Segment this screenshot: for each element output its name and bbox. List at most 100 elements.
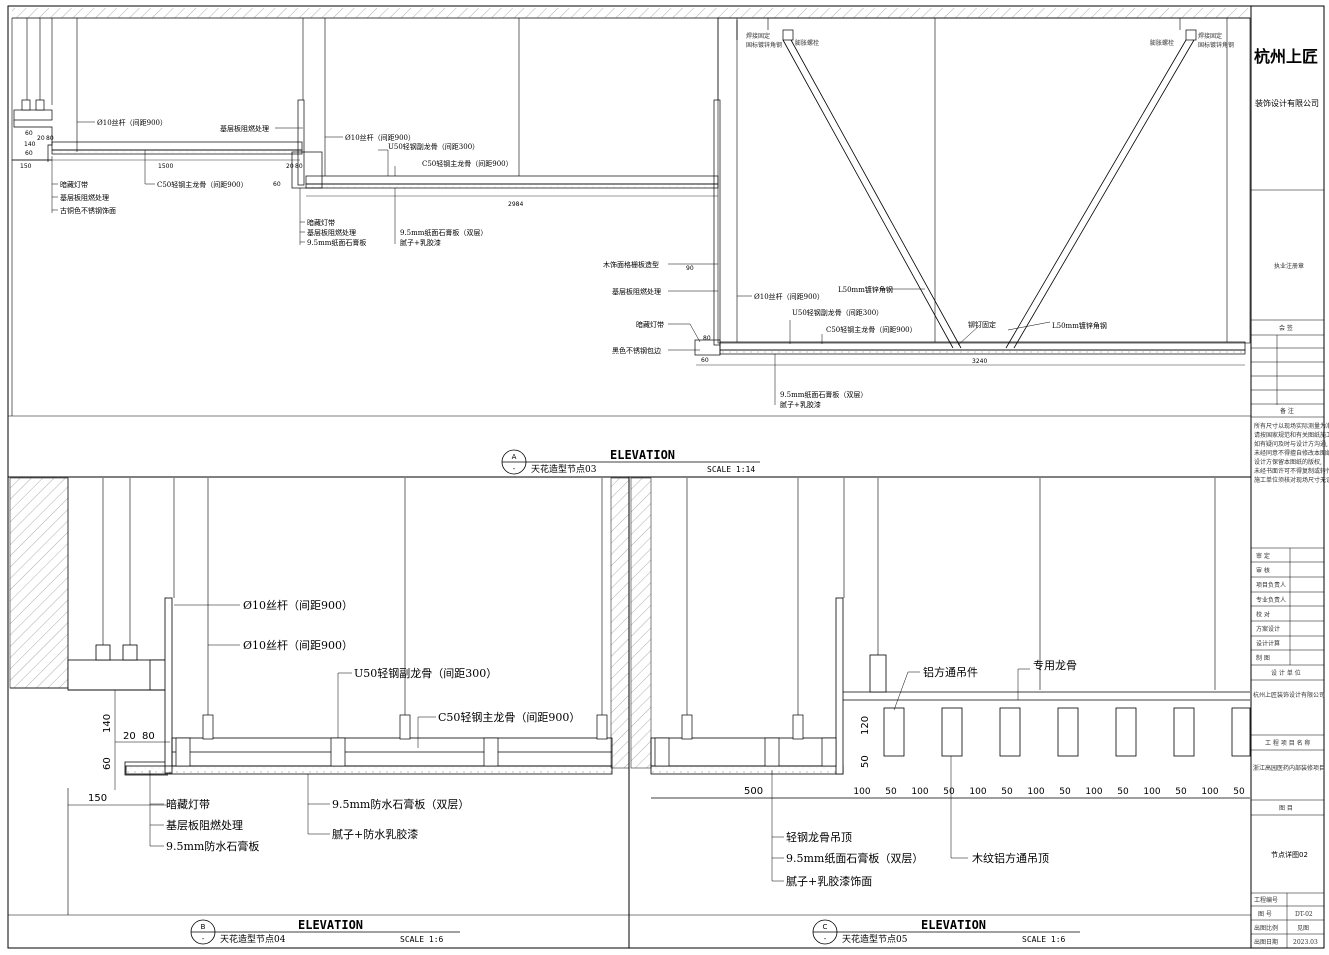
- angle-braces: [736, 20, 1195, 349]
- role-row: 方案设计: [1256, 625, 1280, 633]
- dim-c-seq-6: 100: [1027, 787, 1044, 797]
- label-a-fire4: 基层板阻燃处理: [612, 287, 661, 296]
- caption-c-scale: SCALE 1:6: [1022, 935, 1066, 944]
- scale-value: 见图: [1297, 925, 1309, 932]
- design-unit-label: 设 计 单 位: [1271, 669, 1301, 677]
- dim-c-seq-13: 50: [1233, 787, 1245, 797]
- dim-b-150: 150: [88, 793, 107, 804]
- dim-c-500: 500: [744, 786, 763, 797]
- dim-a-1500: 1500: [158, 163, 173, 170]
- remarks-line: 设计方保留本图纸的版权,: [1254, 458, 1322, 466]
- caption-a-tag-sub: -: [513, 465, 516, 473]
- label-a-weld2b: 国标镀锌角钢: [1198, 41, 1234, 49]
- label-a-fire3: 基层板阻燃处理: [307, 228, 356, 237]
- dim-c-seq-8: 100: [1085, 787, 1102, 797]
- title-block: 杭州上匠 装饰设计有限公司 执业注册章 会 签 备 注 所有尺寸以现场实际: [1251, 47, 1329, 948]
- ceiling-c: [650, 597, 1250, 775]
- caption-a-heading: ELEVATION: [610, 448, 675, 462]
- caption-a-name: 天花造型节点03: [531, 463, 597, 475]
- label-c-keel-ceiling: 轻钢龙骨吊顶: [786, 830, 852, 844]
- dim-a-140: 140: [24, 141, 36, 148]
- label-a-black: 黑色不锈钢包边: [612, 346, 661, 355]
- caption-a: A - ELEVATION 天花造型节点03 SCALE 1:14: [501, 448, 760, 475]
- remarks-line: 未经同意不得擅自修改本图纸,: [1254, 449, 1329, 457]
- label-a-led2: 暗藏灯带: [307, 218, 335, 227]
- dim-c-seq-3: 50: [943, 787, 955, 797]
- dim-c-seq-12: 100: [1201, 787, 1218, 797]
- label-c-paint: 腻子+乳胶漆饰面: [786, 874, 872, 888]
- wall-hatch-c: [630, 477, 652, 769]
- dim-a-3240: 3240: [972, 358, 987, 365]
- hanger-rods-a: [26, 18, 1228, 342]
- label-a-led1: 暗藏灯带: [60, 180, 88, 189]
- dim-c-seq-1: 50: [885, 787, 897, 797]
- caption-b-scale: SCALE 1:6: [400, 935, 444, 944]
- leaders-a: [51, 121, 1051, 405]
- company-main: 杭州上匠: [1254, 47, 1318, 66]
- label-a-gyp3: 9.5mm纸面石膏板（双层）: [780, 390, 867, 399]
- label-a-rod1: Ø10丝杆（间距900）: [97, 118, 167, 127]
- label-a-bolt1: 膨胀螺栓: [795, 39, 819, 47]
- label-a-c50a: C50轻钢主龙骨（间距900）: [422, 159, 513, 168]
- label-a-wood: 木饰面格栅板造型: [603, 260, 659, 269]
- dim-c-seq-9: 50: [1117, 787, 1129, 797]
- project-no-label: 工程编号: [1254, 896, 1278, 904]
- drawing-name: 节点详图02: [1271, 850, 1308, 859]
- date-value: 2023.03: [1293, 939, 1318, 946]
- caption-b-heading: ELEVATION: [298, 918, 363, 932]
- caption-b: B - ELEVATION 天花造型节点04 SCALE 1:6: [190, 918, 460, 945]
- caption-c-name: 天花造型节点05: [842, 933, 908, 945]
- title-block-lines: [1251, 189, 1324, 948]
- label-a-fire2: 基层板阻燃处理: [60, 193, 109, 202]
- label-a-bolt2: 膨胀螺栓: [1150, 39, 1174, 47]
- sheet-no: DT-02: [1295, 911, 1313, 918]
- ceiling-b: [125, 737, 613, 775]
- dim-a-60d: 60: [25, 130, 33, 137]
- license-label: 执业注册章: [1274, 262, 1304, 270]
- label-c-alu: 木纹铝方通吊顶: [972, 851, 1049, 865]
- dim-b-60: 60: [102, 757, 113, 770]
- label-a-led3: 暗藏灯带: [636, 320, 664, 329]
- label-a-weld1: 焊接固定: [746, 32, 770, 40]
- dim-c-seq-5: 50: [1001, 787, 1013, 797]
- label-a-gyp1: 9.5mm纸面石膏板: [307, 238, 366, 247]
- company-sub: 装饰设计有限公司: [1255, 98, 1319, 108]
- label-c-keel: 专用龙骨: [1033, 658, 1077, 672]
- caption-c-tag-sub: -: [824, 935, 827, 943]
- dim-b-140: 140: [102, 714, 113, 733]
- ceiling-a2: [305, 99, 721, 346]
- role-row: 校 对: [1256, 610, 1270, 618]
- seal-label: 会 签: [1279, 324, 1293, 332]
- label-a-u50: U50轻钢副龙骨（间距300）: [388, 142, 479, 151]
- caption-c-heading: ELEVATION: [921, 918, 986, 932]
- label-a-rod2: Ø10丝杆（间距900）: [345, 133, 415, 142]
- role-row: 审 核: [1256, 567, 1270, 575]
- caption-a-scale: SCALE 1:14: [707, 465, 755, 474]
- label-a-gyp2: 9.5mm纸面石膏板（双层）: [400, 228, 487, 237]
- label-a-u50b: U50轻钢副龙骨（间距300）: [792, 308, 883, 317]
- dim-a-20b: 20: [286, 163, 294, 170]
- dim-a-80b: 80: [295, 163, 303, 170]
- dim-c-seq-7: 50: [1059, 787, 1071, 797]
- dim-c-seq-4: 100: [969, 787, 986, 797]
- label-a-angle1: L50mm镀锌角钢: [838, 285, 893, 294]
- hanger-rods-b: [102, 478, 603, 720]
- label-b-wgyp1: 9.5mm防水石膏板: [166, 839, 259, 853]
- dim-a-60b: 60: [273, 181, 281, 188]
- label-b-rod1: Ø10丝杆（间距900）: [243, 598, 353, 612]
- project-label: 工 程 项 目 名 称: [1265, 739, 1311, 747]
- label-a-paint2: 腻子+乳胶漆: [780, 400, 821, 409]
- label-a-rivet: 铆钉固定: [968, 320, 996, 329]
- label-b-wpaint: 腻子+防水乳胶漆: [332, 827, 418, 841]
- dim-a-60a: 60: [25, 150, 33, 157]
- remarks-text: 所有尺寸以现场实际测量为准,请按国家规范和有关图纸施工,如有疑问及时与设计方沟通…: [1254, 422, 1329, 484]
- label-c-hanger: 铝方通吊件: [923, 665, 978, 679]
- caption-c-tag: C: [823, 923, 828, 931]
- label-a-weld1b: 国标镀锌角钢: [746, 41, 782, 49]
- dim-c-seq-2: 100: [911, 787, 928, 797]
- drawing-label: 图 目: [1279, 805, 1293, 812]
- detail-a: Ø10丝杆（间距900） 基层板阻燃处理 Ø10丝杆（间距900） U50轻钢副…: [11, 8, 1251, 475]
- project-name: 浙江高园医药内部装修项目: [1253, 764, 1325, 772]
- label-b-c50: C50轻钢主龙骨（间距900）: [438, 710, 580, 724]
